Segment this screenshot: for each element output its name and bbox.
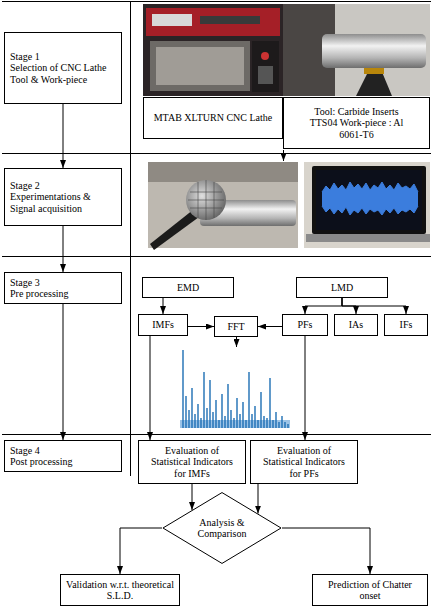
flow-arrow (163, 298, 164, 314)
text-group: Prediction of Chatter onset (318, 579, 422, 602)
tool-photo (283, 4, 430, 96)
node-text: Prediction of Chatter onset (318, 579, 422, 602)
stage-heading: Stage 3 (10, 277, 116, 289)
flow-arrow (63, 226, 64, 272)
stage-box: Stage 4Post processing (4, 440, 122, 472)
process-box: Evaluation of Statistical Indicators for… (138, 440, 246, 484)
spectrum-plot (180, 350, 290, 428)
node-text: Evaluation of Statistical Indicators for… (256, 445, 352, 480)
node-text: Pre processing (10, 288, 116, 300)
photo-caption: Tool: Carbide Inserts TTS04 Work-piece :… (283, 97, 430, 149)
node-text: Tool: Carbide Inserts TTS04 Work-piece :… (301, 106, 413, 141)
flow-arrow (283, 150, 284, 161)
text-group: IAs (340, 319, 372, 331)
flow-arrow (258, 484, 259, 514)
laptop-photo (304, 162, 430, 248)
text-group: Evaluation of Statistical Indicators for… (256, 445, 352, 480)
result-box: Prediction of Chatter onset (312, 574, 428, 606)
text-group: IMFs (144, 319, 182, 331)
process-box: EMD (142, 277, 234, 298)
process-box: IMFs (138, 314, 188, 336)
process-box: Evaluation of Statistical Indicators for… (250, 440, 358, 484)
node-text: Experimentations & Signal acquisition (10, 191, 116, 214)
node-text: LMD (302, 282, 382, 294)
flow-arrow (342, 298, 406, 314)
microphone-photo (148, 162, 298, 250)
stage-heading: Stage 1 (10, 51, 116, 63)
grid-line (2, 256, 431, 257)
grid-line (2, 153, 431, 154)
process-box: FFT (214, 316, 258, 337)
flow-arrow (258, 326, 282, 327)
node-text: Post processing (10, 456, 116, 468)
process-box: IAs (334, 314, 378, 336)
text-group: Analysis & Comparison (189, 517, 255, 540)
node-text: PFs (288, 319, 322, 331)
text-group: FFT (220, 321, 252, 333)
stage-heading: Stage 2 (10, 180, 116, 192)
node-text: Analysis & Comparison (189, 517, 255, 540)
stage-heading: Stage 4 (10, 445, 116, 457)
node-text: IAs (340, 319, 372, 331)
flow-arrow (120, 528, 162, 574)
node-text: IMFs (144, 319, 182, 331)
text-group: EMD (148, 282, 228, 294)
text-group: Tool: Carbide Inserts TTS04 Work-piece :… (301, 106, 413, 141)
decision-diamond: Analysis & Comparison (162, 492, 282, 564)
stage-grid (2, 1, 431, 476)
node-text: Selection of CNC Lathe Tool & Work-piece (10, 62, 116, 85)
node-text: Evaluation of Statistical Indicators for… (144, 445, 240, 480)
node-text: EMD (148, 282, 228, 294)
flow-arrow (305, 298, 342, 314)
process-box: LMD (296, 277, 388, 298)
result-box: Validation w.r.t. theoretical S.L.D. (60, 574, 180, 606)
text-group: Stage 4Post processing (10, 445, 116, 468)
flow-arrow (192, 484, 193, 510)
text-group: MTAB XLTURN CNC Lathe (149, 112, 277, 124)
flow-arrow (150, 336, 151, 440)
stage-box: Stage 3Pre processing (4, 272, 122, 304)
process-box: PFs (282, 314, 328, 336)
flow-arrow (63, 104, 64, 168)
text-group: Validation w.r.t. theoretical S.L.D. (66, 579, 174, 602)
text-group: IFs (390, 319, 422, 331)
node-text: MTAB XLTURN CNC Lathe (149, 112, 277, 124)
lathe-photo (143, 4, 283, 96)
grid-line (2, 434, 431, 435)
text-group: Stage 2Experimentations & Signal acquisi… (10, 180, 116, 215)
stage-box: Stage 2Experimentations & Signal acquisi… (4, 168, 122, 226)
text-group: Stage 3Pre processing (10, 277, 116, 300)
photo-caption: MTAB XLTURN CNC Lathe (143, 97, 283, 139)
flow-arrow (188, 326, 214, 327)
flow-arrow (282, 528, 370, 574)
flow-arrow (236, 337, 237, 347)
stage-box: Stage 1Selection of CNC Lathe Tool & Wor… (4, 32, 122, 104)
grid-line (130, 1, 131, 476)
text-group: Stage 1Selection of CNC Lathe Tool & Wor… (10, 51, 116, 86)
text-group: Evaluation of Statistical Indicators for… (144, 445, 240, 480)
flow-arrow (305, 336, 306, 440)
node-text: Validation w.r.t. theoretical S.L.D. (66, 579, 174, 602)
text-group: PFs (288, 319, 322, 331)
grid-line (2, 1, 431, 2)
diamond-outline (163, 493, 281, 564)
flow-arrow (63, 304, 64, 440)
node-text: FFT (220, 321, 252, 333)
text-group: LMD (302, 282, 382, 294)
process-box: IFs (384, 314, 428, 336)
node-text: IFs (390, 319, 422, 331)
